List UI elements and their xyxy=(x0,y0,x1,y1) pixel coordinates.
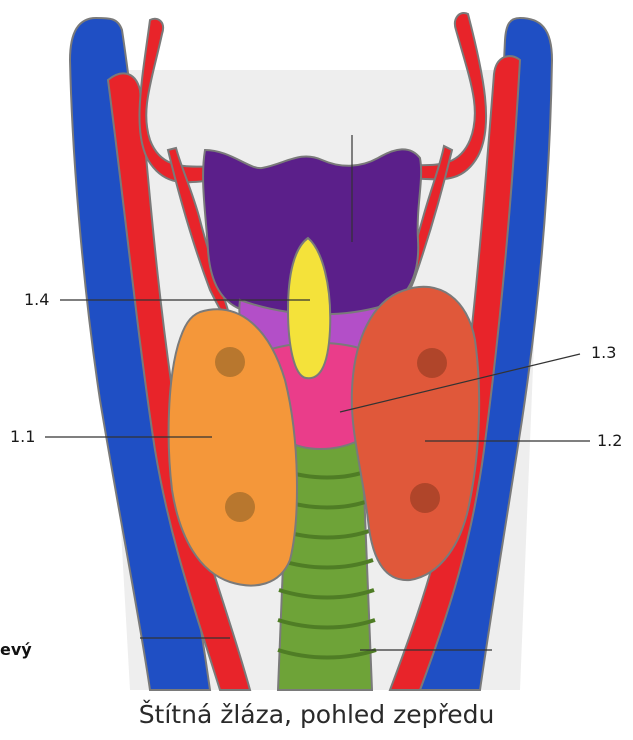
parathyroid-upper-left xyxy=(417,348,447,378)
parathyroid-lower-left xyxy=(410,483,440,513)
parathyroid-lower-right xyxy=(225,492,255,522)
cut-off-text: evý xyxy=(0,640,32,659)
parathyroid-upper-right xyxy=(215,347,245,377)
figure-caption: Štítná žláza, pohled zepředu xyxy=(0,700,633,729)
label-1-1: 1.1 xyxy=(10,429,35,445)
label-1-2: 1.2 xyxy=(597,433,622,449)
thyroid-left-lobe xyxy=(352,287,479,580)
label-1-4: 1.4 xyxy=(24,292,49,308)
label-1-3: 1.3 xyxy=(591,345,616,361)
